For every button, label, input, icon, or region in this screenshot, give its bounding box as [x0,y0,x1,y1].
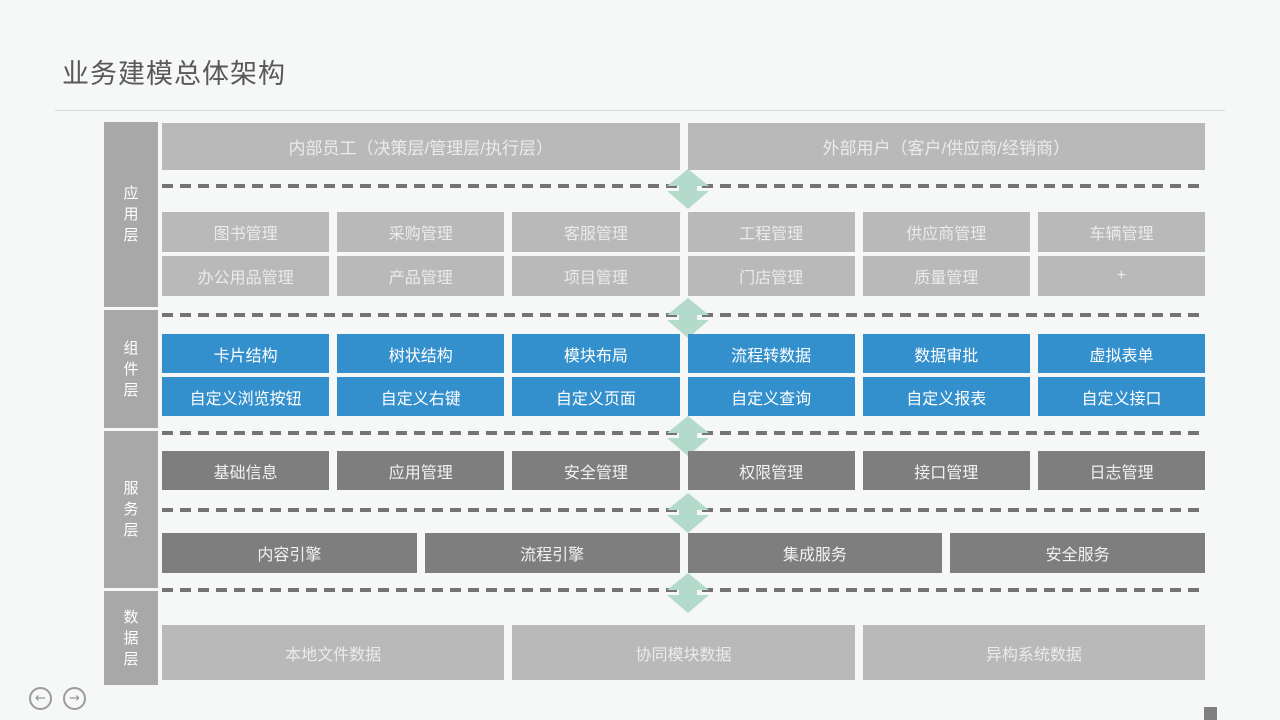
app-module-box: 质量管理 [862,256,1030,296]
layer-tab-label: 数据层 [123,608,139,668]
component-box: 自定义页面 [512,377,680,416]
service-box: 接口管理 [862,451,1030,490]
service-box: 权限管理 [687,451,855,490]
layer-tab-component: 组件层 [104,310,158,428]
layer-tab-application: 应用层 [104,122,158,307]
service-box: 基础信息 [162,451,330,490]
application-modules-row-2: 办公用品管理 产品管理 项目管理 门店管理 质量管理 + [162,256,1206,296]
data-sources-row: 本地文件数据 协同模块数据 异构系统数据 [162,625,1205,680]
app-module-box: 门店管理 [687,256,855,296]
component-row-2: 自定义浏览按钮 自定义右键 自定义页面 自定义查询 自定义报表 自定义接口 [162,377,1206,416]
service-box: 日志管理 [1037,451,1206,490]
app-module-box: 项目管理 [512,256,680,296]
component-box: 自定义查询 [687,377,855,416]
layer-tab-label: 应用层 [123,185,139,244]
component-box: 自定义接口 [1037,377,1206,416]
left-arrow-icon: ← [35,691,46,706]
engine-box: 内容引擎 [162,533,417,573]
engine-box: 流程引擎 [424,533,680,573]
user-groups-row: 内部员工（决策层/管理层/执行层） 外部用户（客户/供应商/经销商） [162,123,1205,170]
updown-arrow-icon [667,298,709,338]
component-box: 树状结构 [337,334,505,373]
component-box: 模块布局 [512,334,680,373]
corner-marker [1204,707,1217,720]
app-module-box: 供应商管理 [862,212,1030,252]
layer-tab-label: 服务层 [123,480,139,539]
app-module-box: 办公用品管理 [162,256,330,296]
add-module-box: + [1037,256,1206,296]
data-source-box: 协同模块数据 [512,625,855,680]
component-box: 自定义右键 [337,377,505,416]
engine-box: 安全服务 [950,533,1205,573]
app-module-box: 产品管理 [337,256,505,296]
component-box: 数据审批 [862,334,1030,373]
service-row: 基础信息 应用管理 安全管理 权限管理 接口管理 日志管理 [162,451,1206,490]
updown-arrow-icon [667,416,709,456]
component-box: 虚拟表单 [1037,334,1206,373]
service-box: 安全管理 [512,451,680,490]
component-box: 流程转数据 [687,334,855,373]
user-group-box: 外部用户（客户/供应商/经销商） [687,123,1205,170]
prev-slide-button[interactable]: ← [29,687,52,710]
app-module-box: 客服管理 [512,212,680,252]
updown-arrow-icon [667,573,709,613]
layer-tab-label: 组件层 [123,339,139,399]
component-row-1: 卡片结构 树状结构 模块布局 流程转数据 数据审批 虚拟表单 [162,334,1206,373]
data-source-box: 异构系统数据 [862,625,1205,680]
app-module-box: 采购管理 [337,212,505,252]
right-arrow-icon: → [69,691,80,706]
layer-tab-data: 数据层 [104,591,158,685]
app-module-box: 工程管理 [687,212,855,252]
component-box: 自定义报表 [862,377,1030,416]
title-divider [55,110,1225,111]
next-slide-button[interactable]: → [63,687,86,710]
application-modules-row-1: 图书管理 采购管理 客服管理 工程管理 供应商管理 车辆管理 [162,212,1206,252]
engine-row: 内容引擎 流程引擎 集成服务 安全服务 [162,533,1205,573]
updown-arrow-icon [667,493,709,533]
component-box: 卡片结构 [162,334,330,373]
user-group-box: 内部员工（决策层/管理层/执行层） [162,123,680,170]
layer-tab-service: 服务层 [104,431,158,588]
component-box: 自定义浏览按钮 [162,377,330,416]
page-title: 业务建模总体架构 [62,59,286,89]
data-source-box: 本地文件数据 [162,625,505,680]
app-module-box: 图书管理 [162,212,330,252]
app-module-box: 车辆管理 [1037,212,1206,252]
engine-box: 集成服务 [687,533,943,573]
updown-arrow-icon [667,169,709,209]
service-box: 应用管理 [337,451,505,490]
